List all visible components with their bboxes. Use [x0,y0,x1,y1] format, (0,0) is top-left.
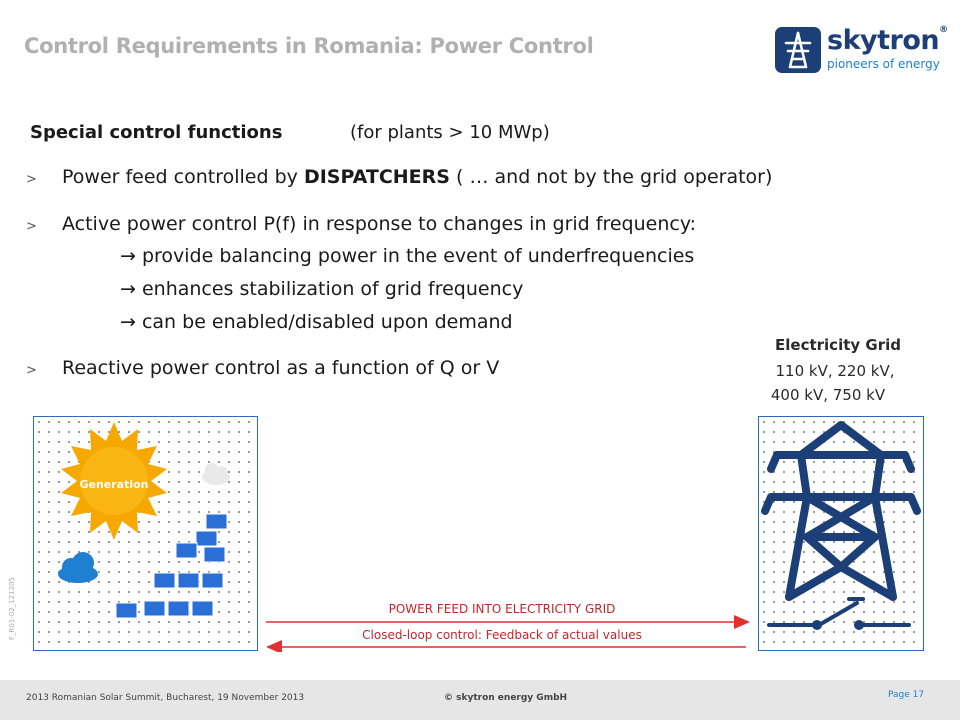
subtitle-paren: (for plants > 10 MWp) [350,122,550,143]
bullet-dispatchers: > Power feed controlled by DISPATCHERS ( … [26,166,772,188]
bullet-bold: DISPATCHERS [303,166,450,188]
logo-tagline: pioneers of energy [827,57,940,71]
solar-panels-icon [115,513,228,619]
footer-bar [0,680,960,720]
skytron-logo: skytron® pioneers of energy [775,25,948,75]
sub-bullet: → can be enabled/disabled upon demand [120,311,513,333]
arrow-right-icon [266,615,750,629]
arrow-left-icon [266,640,746,652]
footer-event: 2013 Romanian Solar Summit, Bucharest, 1… [26,693,305,703]
subtitle-bold: Special control functions [30,122,283,143]
arrow-bottom-label: Closed-loop control: Feedback of actual … [362,628,642,642]
bullet-text: Reactive power control as a function of … [62,357,500,379]
logo-name: skytron [827,25,940,56]
sub-bullet: → provide balancing power in the event o… [120,245,695,267]
bullet-tail: ( … and not by the grid operator) [449,166,773,188]
grid-panel [758,416,924,651]
bullet-text: Power feed controlled by [62,166,304,188]
section-subtitle: Special control functions (for plants > … [30,122,550,143]
sun-icon [61,422,167,540]
cloud-small-icon [202,463,230,485]
document-code: F_R01-02_121205 [8,577,16,640]
grid-title: Electricity Grid [775,336,901,354]
page-title: Control Requirements in Romania: Power C… [24,34,594,58]
bullet-marker-icon: > [26,363,37,378]
bullet-reactive-power: > Reactive power control as a function of… [26,357,499,379]
grid-voltage-line1: 110 kV, 220 kV, [775,362,895,380]
logo-registered-mark: ® [939,25,948,35]
grid-voltage-line2: 400 kV, 750 kV [770,386,886,404]
switch-icon [767,597,911,627]
footer-copyright: © skytron energy GmbH [444,693,568,703]
generation-panel: Generation [33,416,258,651]
tower-logo-icon [775,27,821,73]
bullet-active-power: > Active power control P(f) in response t… [26,213,696,235]
transmission-tower-icon [761,421,921,601]
arrow-top-label: POWER FEED INTO ELECTRICITY GRID [388,602,616,616]
bullet-marker-icon: > [26,172,37,187]
arrow-lines [266,615,750,652]
sun-label: Generation [79,478,149,491]
page-number: Page 17 [888,690,925,700]
sub-bullet: → enhances stabilization of grid frequen… [120,278,524,300]
bullet-marker-icon: > [26,219,37,234]
bullet-text: Active power control P(f) in response to… [62,213,697,235]
cloud-blue-icon [58,552,98,583]
